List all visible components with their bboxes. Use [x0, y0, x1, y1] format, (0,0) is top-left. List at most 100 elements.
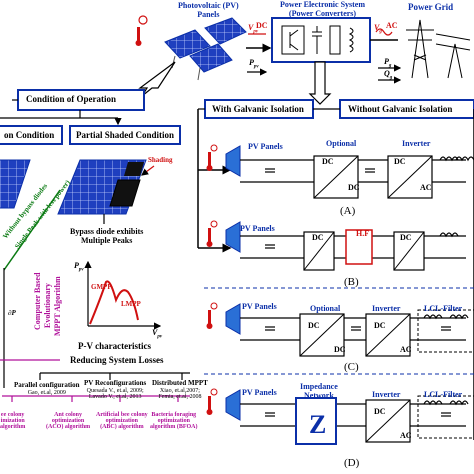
row-a-pv-panel-icon — [225, 145, 241, 177]
a-opt-label: Optional — [326, 139, 357, 148]
d-label: (D) — [344, 457, 360, 469]
uniform-label: on Condition — [4, 130, 55, 140]
pv-array-icon — [164, 17, 247, 81]
a-dc1: DC — [322, 157, 334, 166]
b-dc2: DC — [400, 233, 412, 242]
row-a-inductor-1 — [439, 156, 459, 162]
gmpp-label: GMPP — [91, 283, 112, 291]
row-b-inverter-diagonal — [393, 231, 425, 271]
pv-panels-label: Photovoltaic (PV)Panels — [178, 1, 239, 19]
vg-label: Vg — [374, 23, 382, 35]
b-hf-label: H.F — [356, 229, 370, 238]
a-pv-label: PV Panels — [248, 142, 283, 151]
row-d-lcl-l1 — [423, 400, 443, 406]
without-isolation-label: Without Galvanic Isolation — [348, 104, 453, 114]
row-a-thermometer-icon — [208, 152, 211, 166]
uniform-condition-box — [0, 125, 63, 145]
reduce-losses-label: Reducing System Losses — [70, 355, 164, 365]
row-c-thermometer-icon — [208, 310, 211, 324]
partial-shaded-panel — [57, 159, 147, 215]
row-d-inverter-diagonal — [365, 399, 411, 443]
pv-curve — [84, 260, 162, 330]
distributed-mppt: Distributed MPPT Xiao, et.al,2007; Femia… — [152, 379, 208, 401]
c-dc1: DC — [308, 321, 320, 330]
row-a-inverter-diagonal — [387, 155, 433, 199]
row-c-pv-panel-icon — [225, 303, 241, 335]
sun-thermometer-icon-top — [135, 15, 148, 46]
partial-label: Partial Shaded Condition — [76, 130, 175, 140]
b-label: (B) — [344, 276, 359, 288]
lmpp-label: LMPP — [121, 300, 141, 308]
c-inv-label: Inverter — [372, 304, 401, 313]
partial-shaded-box — [69, 125, 181, 145]
d-dc: DC — [374, 407, 386, 416]
power-electronic-box — [271, 17, 371, 63]
vpv-axis-label: Vpv — [152, 328, 163, 340]
row-d-lcl-box — [417, 395, 474, 439]
cbe-label-2: Evolutionary — [43, 283, 52, 328]
c-label: (C) — [344, 361, 359, 373]
row-b-hf-transformer — [345, 229, 373, 265]
row-a-sun-icon — [210, 144, 218, 152]
d-lcl-label: LCL-Filter — [424, 390, 463, 399]
a-dc2: DC — [348, 183, 360, 192]
pv-reconfig: PV Reconfigurations Quesada V., et.al, 2… — [84, 379, 147, 401]
c-ac: AC — [400, 345, 412, 354]
c-lcl-label: LCL-Filter — [424, 304, 463, 313]
row-b-pv-panel-icon — [225, 221, 241, 253]
d-ac: AC — [400, 431, 412, 440]
uniform-panel — [0, 159, 31, 209]
c-dc2: DC — [334, 345, 346, 354]
row-c-lcl-box — [417, 309, 474, 353]
a-inv-label: Inverter — [402, 139, 431, 148]
row-b-inductor-1 — [439, 232, 459, 238]
row-c-sun-icon — [210, 302, 218, 310]
power-grid-label: Power Grid — [408, 2, 454, 12]
row-c-dcdc-diagonal — [299, 313, 345, 357]
a-dc3: DC — [394, 157, 406, 166]
power-grid-tower-icon — [406, 19, 471, 79]
b-pv-label: PV Panels — [240, 224, 275, 233]
c-dc3: DC — [374, 321, 386, 330]
ppv-label: Ppv — [249, 58, 259, 70]
row-c-lcl-l1 — [423, 314, 443, 320]
b-dc1: DC — [312, 233, 324, 242]
row-d-thermometer-bulb — [206, 409, 213, 415]
c-opt-label: Optional — [310, 304, 341, 313]
row-d-lcl-l2 — [449, 400, 469, 406]
row-d-thermometer-icon — [208, 396, 211, 410]
pv-char-label: P-V characteristics — [78, 341, 152, 351]
row-b-sun-icon — [210, 220, 218, 228]
hollow-arrow-left — [138, 61, 176, 97]
dc-label: DC — [256, 21, 268, 30]
hollow-arrow-down — [308, 61, 332, 105]
cbe-label-3: MPPT Algorithm — [53, 276, 62, 336]
shading-label: Shading — [148, 156, 173, 164]
qg-label: Qg — [384, 69, 393, 81]
row-a-inductor-2 — [455, 156, 474, 162]
converter-symbols — [281, 25, 354, 55]
with-isolation-label: With Galvanic Isolation — [212, 104, 304, 114]
row-a-dcdc-diagonal — [313, 155, 359, 199]
row-c-thermometer-bulb — [206, 323, 213, 329]
c-pv-label: PV Panels — [242, 302, 277, 311]
pg-label: Pg — [384, 57, 392, 69]
pes-label: Power Electronic System(Power Converters… — [280, 0, 366, 18]
d-pv-label: PV Panels — [242, 388, 277, 397]
row-d-impedance-network — [295, 397, 337, 445]
row-b-thermometer-icon — [208, 228, 211, 242]
row-b-dcdc-diagonal — [303, 231, 335, 271]
row-c-lcl-l2 — [449, 314, 469, 320]
row-a-thermometer-bulb — [206, 165, 213, 171]
row-c-inverter-diagonal — [365, 313, 411, 357]
ac-label: AC — [386, 21, 398, 30]
a-label: (A) — [340, 205, 356, 217]
vpv-label: Vpv — [248, 23, 259, 35]
